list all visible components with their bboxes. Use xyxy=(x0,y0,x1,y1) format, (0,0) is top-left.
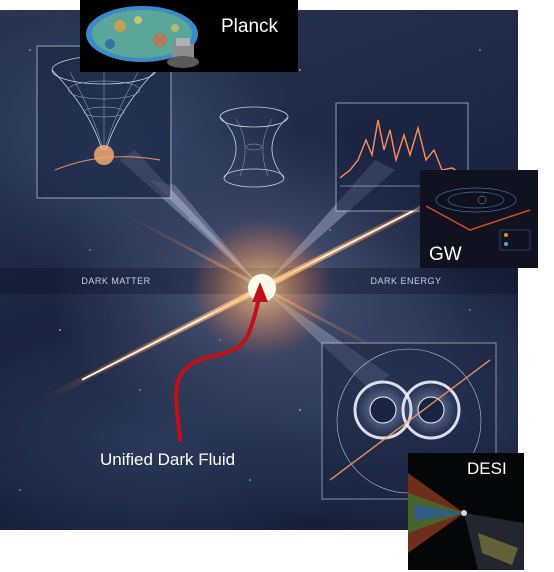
wormhole-sketch xyxy=(219,106,289,188)
satellite-icon xyxy=(167,38,199,68)
cmb-map-image xyxy=(80,0,298,72)
planck-label: Planck xyxy=(221,16,279,37)
cosmic-artwork xyxy=(0,39,518,500)
gw-inset: GW xyxy=(420,170,538,268)
cosmic-illustration: DARK MATTER DARK ENERGY xyxy=(0,10,518,530)
galaxy-survey-image xyxy=(408,453,524,570)
gw-label: GW xyxy=(429,244,462,265)
gravitational-wave-diagram xyxy=(420,170,538,268)
desi-inset: DESI xyxy=(408,453,524,570)
red-arrow xyxy=(174,290,262,442)
planck-inset: Planck xyxy=(80,0,298,72)
arrow-head xyxy=(252,282,268,302)
unified-dark-fluid-caption: Unified Dark Fluid xyxy=(100,450,236,469)
dark-matter-label: DARK MATTER xyxy=(81,276,151,286)
desi-label: DESI xyxy=(467,459,507,478)
dark-energy-label: DARK ENERGY xyxy=(370,276,442,286)
